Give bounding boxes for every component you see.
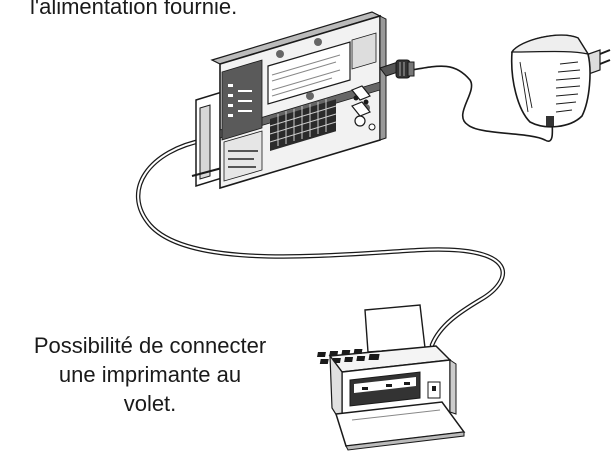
control-panel-icon [191,11,387,190]
printer-caption-line-3: volet. [123,391,177,416]
printer-cable [136,137,505,348]
printer-caption: Possibilité de connecter une imprimante … [0,331,300,418]
cable-connector-icon [379,59,415,79]
printer-caption-line-1: Possibilité de connecter [33,333,267,358]
printer-caption-line-2: une imprimante au [58,362,242,387]
power-supply-caption: l'alimentation fournie. [30,0,238,19]
printer-icon [317,304,466,451]
power-cable [411,65,554,142]
power-adapter-icon [510,34,611,128]
